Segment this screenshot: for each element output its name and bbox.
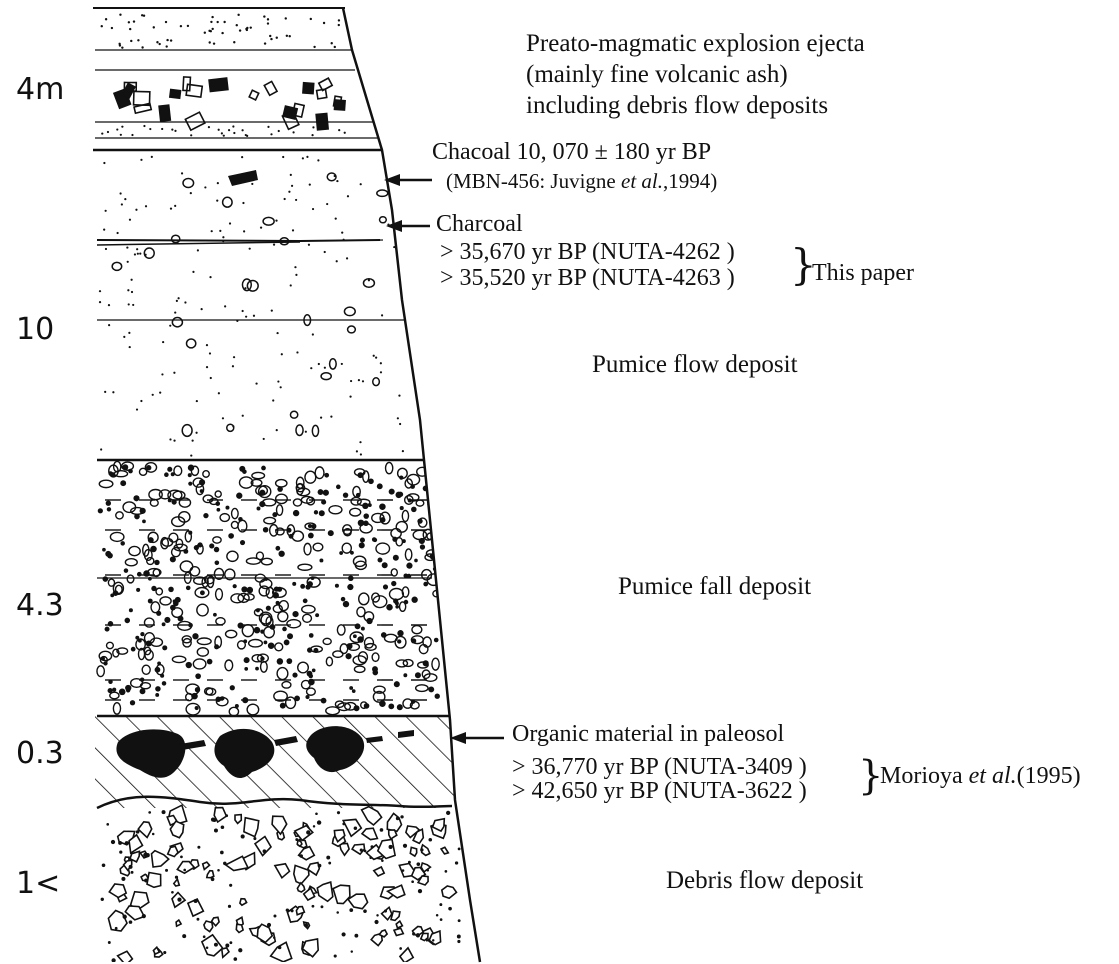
charcoal-fragment xyxy=(228,170,258,186)
label-this-paper: This paper xyxy=(812,259,914,288)
label-debris-flow-deposit: Debris flow deposit xyxy=(666,866,863,895)
thickness-label-pumice-fall: 4.3 xyxy=(16,588,64,623)
label-organic-material: Organic material in paleosol > 36,770 yr… xyxy=(512,720,807,803)
label-charcoal-date: Charcoal > 35,670 yr BP (NUTA-4262 ) > 3… xyxy=(436,210,735,291)
arrow-chacoal xyxy=(384,174,432,186)
thickness-label-paleosol: 0.3 xyxy=(16,736,64,771)
label-phreatomagmatic-ejecta: Preato-magmatic explosion ejecta (mainly… xyxy=(526,28,865,121)
label-chacoal-date: Chacoal 10, 070 ± 180 yr BP (MBN-456: Ju… xyxy=(432,138,717,196)
thickness-label-ash: 4m xyxy=(16,72,64,107)
label-pumice-fall-deposit: Pumice fall deposit xyxy=(618,572,811,601)
label-pumice-flow-deposit: Pumice flow deposit xyxy=(592,350,798,379)
bedding-lines xyxy=(95,50,432,578)
thickness-label-pumice-flow: 10 xyxy=(16,312,54,347)
arrow-organic xyxy=(450,732,504,744)
thickness-label-debris: 1< xyxy=(16,866,60,901)
label-morioya-source: Morioya et al.(1995) xyxy=(880,762,1081,791)
